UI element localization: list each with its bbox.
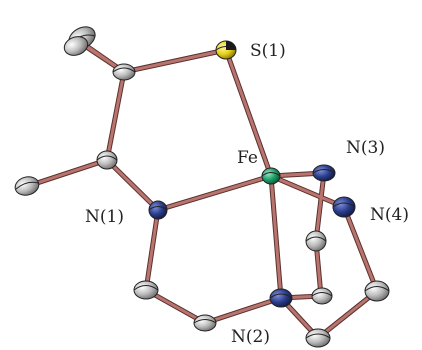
carbon-atom bbox=[305, 328, 331, 348]
label-n4: N(4) bbox=[370, 205, 409, 225]
carbon-atom bbox=[364, 280, 390, 302]
carbon-atom bbox=[193, 314, 217, 332]
nitrogen-atom-n1 bbox=[148, 200, 168, 220]
nitrogen-atom-n3 bbox=[312, 164, 336, 182]
atoms bbox=[14, 26, 390, 348]
label-n3: N(3) bbox=[346, 138, 385, 158]
carbon-atom bbox=[63, 36, 89, 56]
atom-labels: S(1) Fe N(1) N(2) N(3) N(4) bbox=[85, 41, 409, 347]
carbon-atom bbox=[311, 287, 333, 305]
sulfur-atom bbox=[215, 40, 237, 60]
label-n1: N(1) bbox=[85, 207, 124, 227]
nitrogen-atom-n4 bbox=[332, 196, 356, 218]
iron-atom bbox=[261, 167, 281, 185]
carbon-atom bbox=[14, 176, 40, 196]
carbon-atom bbox=[305, 230, 327, 252]
label-fe: Fe bbox=[237, 148, 258, 168]
carbon-atom bbox=[112, 63, 136, 81]
carbon-atom bbox=[96, 150, 118, 170]
label-s1: S(1) bbox=[250, 41, 286, 61]
nitrogen-atom-n2 bbox=[269, 288, 293, 308]
label-n2: N(2) bbox=[231, 327, 270, 347]
carbon-atom bbox=[133, 280, 159, 300]
